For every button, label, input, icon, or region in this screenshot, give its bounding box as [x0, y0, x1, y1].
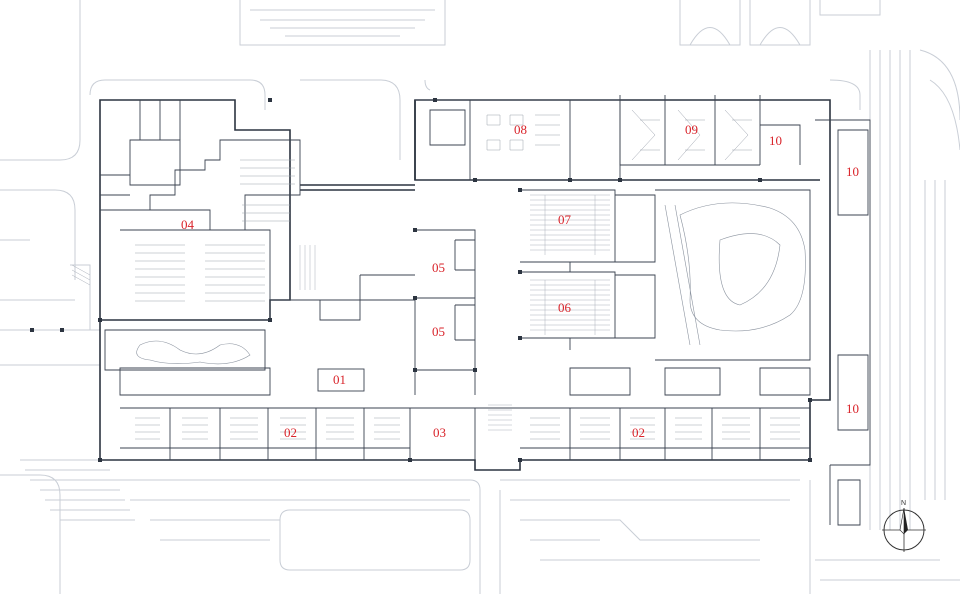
auditorium-seating	[530, 194, 610, 335]
room-label-06: 06	[558, 300, 572, 315]
room-label-05-upper: 05	[432, 260, 445, 275]
classroom-desks	[135, 109, 800, 440]
room-label-02-east: 02	[632, 425, 645, 440]
structural-columns	[30, 98, 812, 462]
room-label-09: 09	[685, 122, 698, 137]
library-desks	[135, 159, 295, 302]
room-label-10-east-lower: 10	[846, 401, 859, 416]
room-label-03: 03	[433, 425, 446, 440]
room-label-10-east-upper: 10	[846, 164, 859, 179]
room-label-01: 01	[333, 372, 346, 387]
north-arrow: N	[882, 500, 926, 552]
north-arrow-label: N	[901, 500, 906, 507]
room-labels: 01 02 02 03 04 05 05 06 07 08 09 10 10 1…	[181, 122, 859, 440]
room-label-10-north: 10	[769, 133, 782, 148]
building-walls	[71, 95, 871, 526]
room-label-05-lower: 05	[432, 324, 445, 339]
room-label-02-west: 02	[284, 425, 297, 440]
room-label-04: 04	[181, 217, 195, 232]
room-label-08: 08	[514, 122, 527, 137]
room-label-07: 07	[558, 212, 572, 227]
